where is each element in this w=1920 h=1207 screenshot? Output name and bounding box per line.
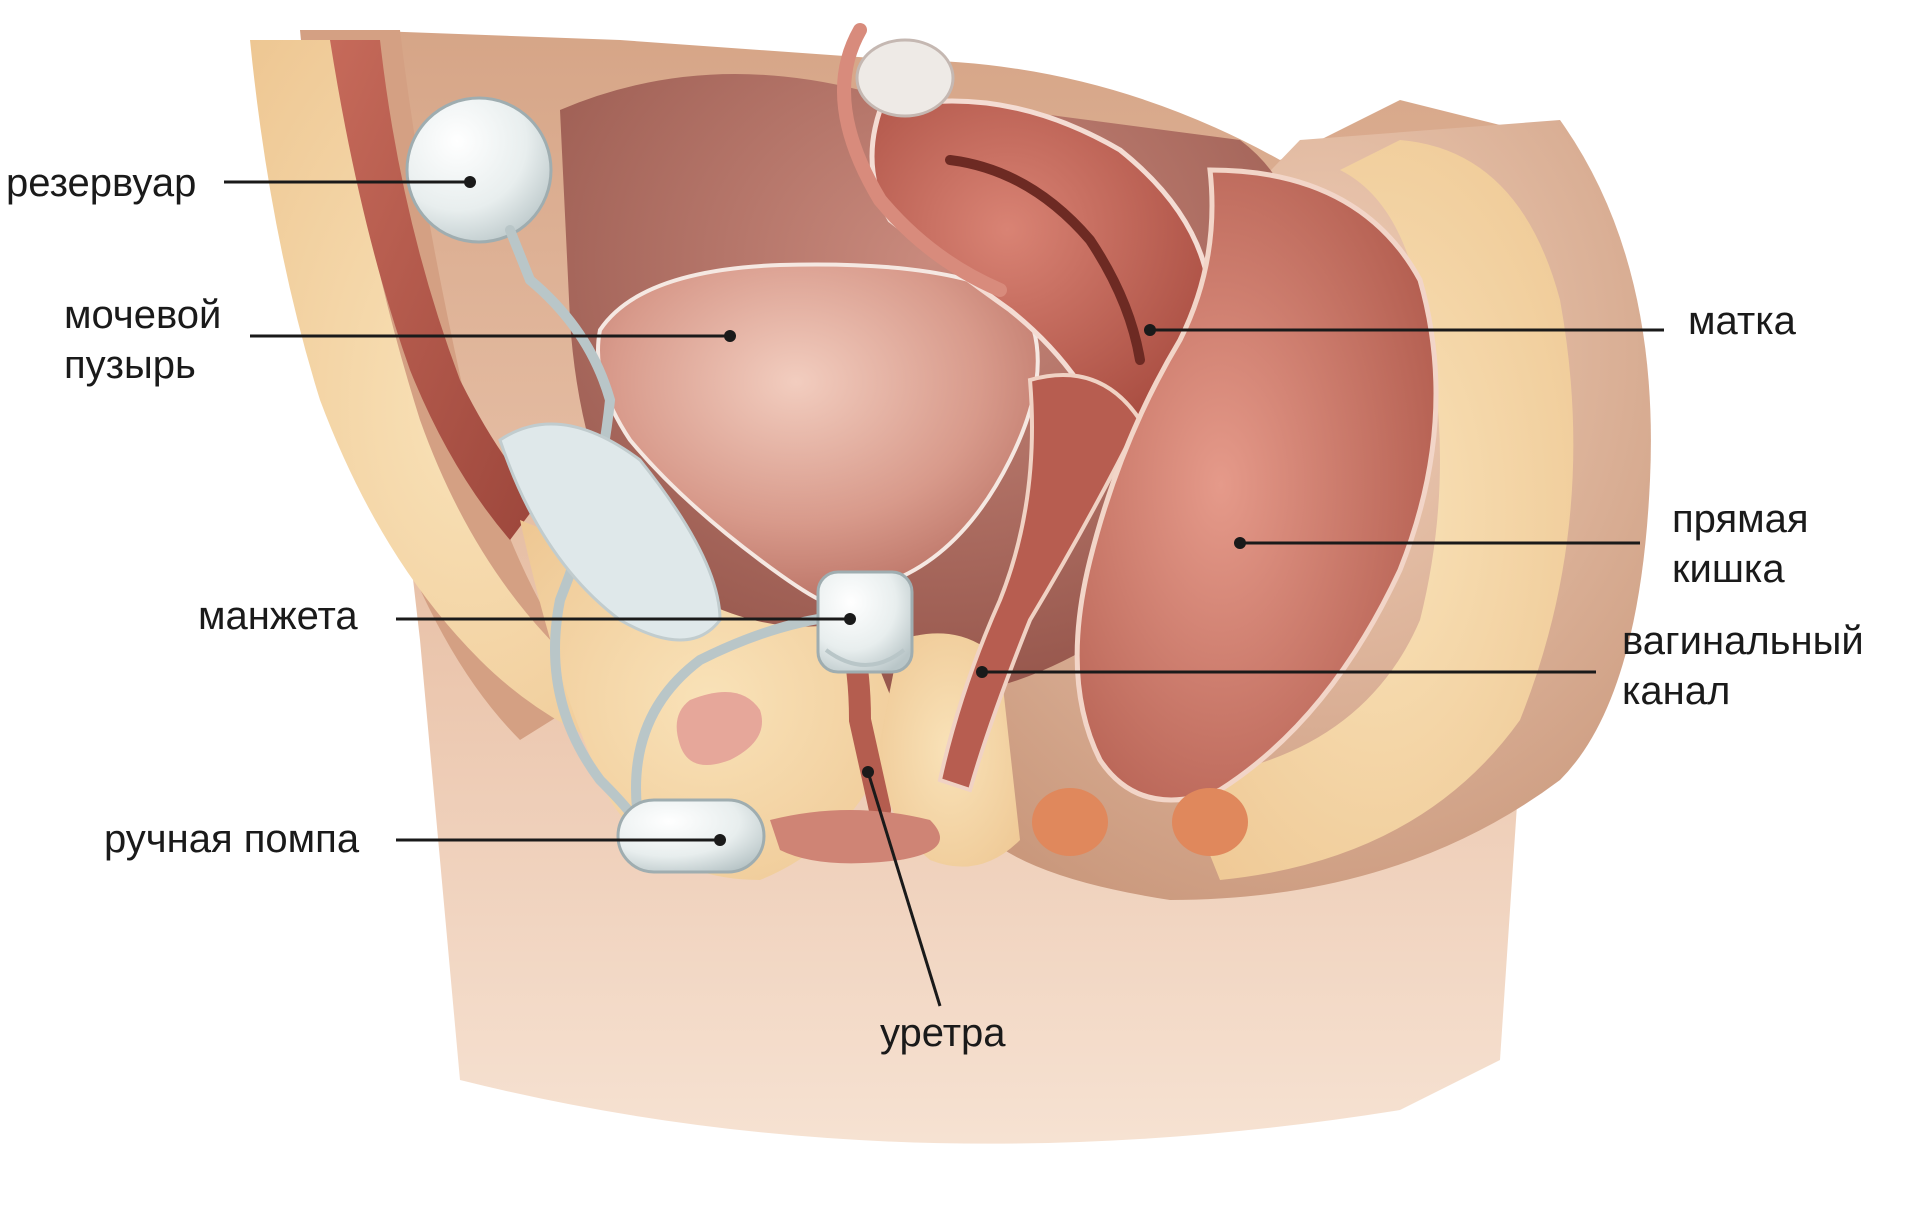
label-rectum-line2: кишка [1672, 547, 1785, 591]
reservoir-device [405, 96, 553, 244]
ovary [855, 38, 955, 118]
cuff-ridges [824, 648, 906, 667]
pump-device [616, 798, 766, 874]
sphincter-right [1172, 788, 1248, 856]
dot-uterus [1144, 324, 1156, 336]
pubic-bone [676, 692, 762, 765]
dot-rectum [1234, 537, 1246, 549]
dot-pump [714, 834, 726, 846]
label-vaginal-line1: вагинальный [1622, 619, 1864, 663]
label-reservoir: резервуар [6, 161, 197, 205]
leader-lines [224, 180, 1664, 1007]
leader-dots [464, 176, 1246, 846]
cuff-device [816, 570, 914, 674]
rectus-muscle [330, 40, 540, 540]
label-rectum-line1: прямая [1672, 497, 1809, 541]
label-vaginal-canal: вагинальный канал [1622, 616, 1864, 716]
back-fat-layer [1180, 140, 1574, 880]
uterine-cavity [945, 155, 1145, 365]
dot-bladder [724, 330, 736, 342]
label-bladder-line2: пузырь [64, 343, 196, 387]
sphincter-left [1032, 788, 1108, 856]
dot-vaginal [976, 666, 988, 678]
reservoir-stem [505, 225, 535, 285]
dot-reservoir [464, 176, 476, 188]
label-rectum: прямая кишка [1672, 494, 1809, 594]
bladder-shape [596, 262, 1040, 603]
front-fat-layer [250, 40, 690, 770]
label-pump: ручная помпа [104, 817, 360, 861]
label-vaginal-line2: канал [1622, 669, 1731, 713]
leader-urethra [866, 771, 942, 1007]
label-uterus: матка [1688, 299, 1796, 343]
labia [770, 810, 940, 864]
dot-urethra [862, 766, 874, 778]
reservoir-tube [525, 275, 645, 835]
cuff-tube [631, 610, 855, 835]
label-bladder-line1: мочевой [64, 293, 222, 337]
label-urethra: уретра [880, 1011, 1006, 1055]
dot-cuff [844, 613, 856, 625]
label-cuff: манжета [198, 594, 358, 638]
fallopian-tube [837, 23, 1007, 297]
label-bladder: мочевой пузырь [64, 290, 221, 390]
